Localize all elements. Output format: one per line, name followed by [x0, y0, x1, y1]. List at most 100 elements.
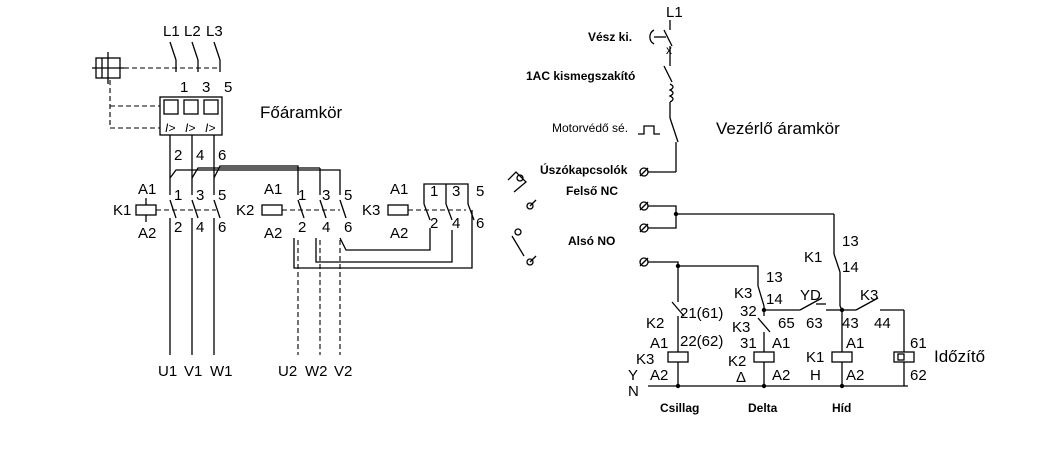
- upper-float-label: Felső NC: [566, 184, 618, 198]
- emergency-stop-icon: [649, 29, 673, 47]
- terminal-label: 5: [224, 79, 232, 96]
- output-label: W2: [305, 363, 328, 380]
- terminal-label: 6: [218, 219, 226, 236]
- coil-terminal: A1: [264, 181, 282, 198]
- float-switch-upper-icon: [507, 171, 537, 210]
- terminal-label: 43: [842, 315, 859, 332]
- terminal-label: 4: [452, 215, 460, 232]
- terminal-label: 65: [778, 315, 795, 332]
- terminal-icon: [639, 257, 649, 267]
- terminal-label: 44: [874, 315, 891, 332]
- role-label: Csillag: [660, 401, 699, 415]
- coil-terminal: A2: [264, 225, 282, 242]
- terminal-label: 2: [430, 215, 438, 232]
- role-label: Híd: [832, 401, 851, 415]
- contactor-label: K1: [113, 202, 131, 219]
- phase-label: L1: [163, 23, 180, 40]
- k3-right-label: K3: [860, 287, 878, 304]
- coil-label: K2: [728, 353, 746, 370]
- coil-terminal: A2: [650, 367, 668, 384]
- terminal-label: 3: [202, 79, 210, 96]
- coil-sub-label: Δ: [736, 369, 746, 386]
- coil-terminal: A1: [772, 335, 790, 352]
- coil-terminal: A2: [846, 367, 864, 384]
- terminal-label: 2: [174, 147, 182, 164]
- terminal-label: 14: [842, 259, 859, 276]
- terminal-icon: [639, 167, 649, 177]
- terminal-label: 3: [196, 187, 204, 204]
- k2-nc-label: K2: [646, 315, 664, 332]
- terminal-label: 1: [174, 187, 182, 204]
- terminal-label: 5: [344, 187, 352, 204]
- contactor-label: K3: [362, 202, 380, 219]
- terminal-label: 4: [196, 219, 204, 236]
- terminal-label: 1: [298, 187, 306, 204]
- mcb-label: 1AC kismegszakító: [526, 69, 635, 83]
- terminal-icon: [639, 201, 649, 211]
- float-switch-lower-icon: [511, 228, 537, 266]
- coil-label: K1: [806, 349, 824, 366]
- terminal-label: 62: [910, 367, 927, 384]
- coil-sub-label: H: [810, 367, 821, 384]
- mcb-coil-icon: [668, 83, 674, 103]
- terminal-label: 6: [344, 219, 352, 236]
- terminal-label: 1: [430, 183, 438, 200]
- coil-terminal: A1: [138, 181, 156, 198]
- float-switches-label: Úszókapcsolók: [540, 162, 628, 177]
- k3-aux-label: K3: [734, 285, 752, 302]
- output-label: U1: [158, 363, 177, 380]
- terminal-label: 1: [180, 79, 188, 96]
- coil-terminal: A2: [772, 367, 790, 384]
- yd-label: YD: [800, 287, 821, 304]
- terminal-label: 31: [740, 335, 757, 352]
- main-circuit-title: Főáramkör: [260, 103, 343, 122]
- terminal-label: 6: [218, 147, 226, 164]
- control-circuit-title: Vezérlő áramkör: [716, 119, 840, 138]
- k3-coil-icon: [667, 351, 689, 363]
- supply-label: Y: [628, 367, 638, 384]
- control-circuit: L1 Vész ki. x 1AC kismegszakító Motorvéd…: [507, 4, 985, 415]
- terminal-label: 3: [452, 183, 460, 200]
- terminal-icon: [639, 223, 649, 233]
- svg-text:x: x: [666, 43, 672, 57]
- supply-label: N: [628, 383, 639, 400]
- terminal-label: 6: [476, 215, 484, 232]
- coil-terminal: A1: [846, 335, 864, 352]
- k1-aux-label: K1: [804, 249, 822, 266]
- thermal-relay-icon: [638, 125, 660, 135]
- circuit-breaker: I> I> I>: [159, 96, 223, 136]
- k1-coil-icon: [135, 204, 157, 216]
- coil-terminal: A1: [650, 335, 668, 352]
- coil-label: K3: [636, 351, 654, 368]
- coil-terminal: A2: [390, 225, 408, 242]
- main-circuit: L1 L2 L3 1 3 5 I> I>: [92, 23, 484, 380]
- supply-label: L1: [666, 4, 683, 21]
- k3-coil-icon: [387, 204, 409, 216]
- terminal-label: 2: [174, 219, 182, 236]
- terminal-label: 61: [910, 335, 927, 352]
- role-label: Delta: [748, 401, 778, 415]
- k3-nc-label: K3: [732, 319, 750, 336]
- svg-text:I>: I>: [165, 121, 175, 135]
- output-label: V1: [184, 363, 202, 380]
- terminal-label: 21(61): [680, 305, 723, 322]
- k2-coil-icon: [753, 351, 775, 363]
- coil-terminal: A1: [390, 181, 408, 198]
- k1-coil-icon: [831, 351, 853, 363]
- manual-operator-icon: [92, 52, 124, 84]
- terminal-label: 22(62): [680, 333, 723, 350]
- svg-text:I>: I>: [185, 121, 195, 135]
- emergency-stop-label: Vész ki.: [588, 30, 632, 44]
- terminal-label: 63: [806, 315, 823, 332]
- terminal-label: 14: [766, 291, 783, 308]
- lower-float-label: Alsó NO: [568, 234, 615, 248]
- svg-text:I>: I>: [205, 121, 215, 135]
- phase-label: L3: [206, 23, 223, 40]
- terminal-label: 4: [196, 147, 204, 164]
- output-label: U2: [278, 363, 297, 380]
- terminal-label: 32: [740, 303, 757, 320]
- terminal-label: 5: [476, 183, 484, 200]
- terminal-label: 3: [322, 187, 330, 204]
- motor-protection-label: Motorvédő sé.: [552, 121, 628, 135]
